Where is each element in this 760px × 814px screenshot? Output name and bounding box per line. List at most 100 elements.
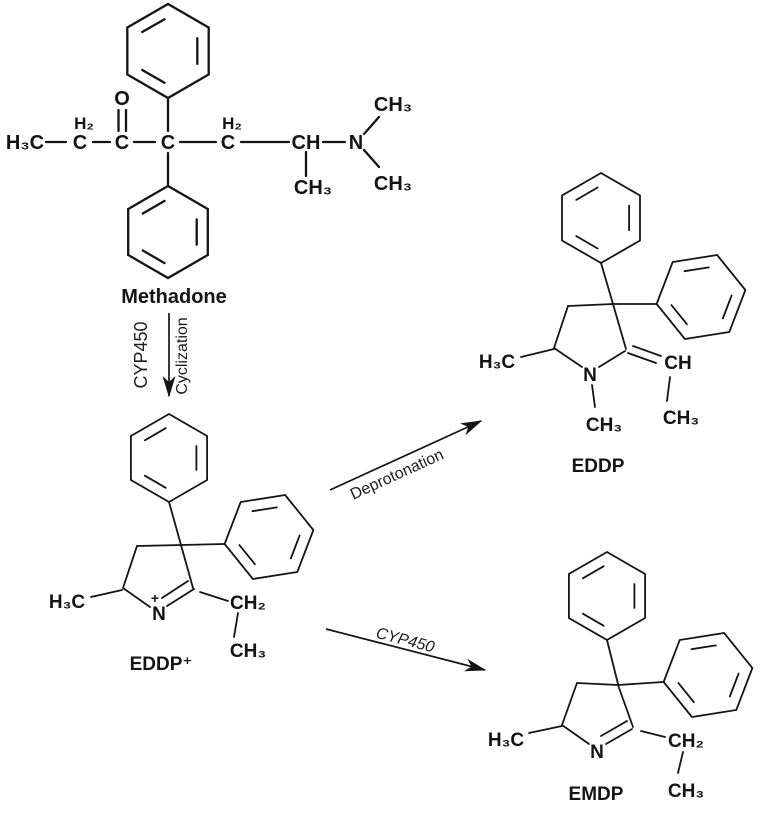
bond (576, 682, 619, 686)
benzene-ring-left (129, 412, 209, 504)
benzene-ring-left (561, 171, 641, 265)
bond (168, 501, 182, 546)
atom-label-ch3: CH₃ (374, 173, 412, 195)
bond (180, 543, 225, 546)
bond (166, 588, 195, 607)
atom-label-c: C (73, 132, 87, 154)
bond (136, 544, 182, 547)
bond (575, 186, 599, 201)
bond (721, 294, 733, 320)
bond (180, 544, 194, 589)
bond (141, 18, 166, 34)
atom-label-n: N (349, 132, 363, 154)
bond (600, 720, 628, 737)
atom-label-ch3: CH₃ (586, 415, 622, 436)
process-label-cyclization: Cyclization (174, 317, 191, 394)
bond (528, 725, 563, 734)
eddp-plus-skeleton (90, 501, 239, 638)
bond (362, 148, 381, 169)
molecule-label-emdp: EMDP (569, 784, 624, 805)
atom-label-ch2: CH₂ (668, 731, 704, 752)
eddp-skeleton (520, 262, 671, 408)
atom-label-c-quaternary: C (161, 132, 175, 154)
bond (627, 352, 657, 364)
atom-label-ch2: CH₂ (230, 593, 266, 614)
molecule-label-methadone: Methadone (121, 286, 227, 308)
atom-label-h3c: H₃C (6, 132, 44, 154)
bond (677, 751, 684, 774)
bond (289, 534, 301, 560)
bond (143, 474, 167, 489)
bond (666, 376, 671, 402)
bond (582, 565, 605, 580)
benzene-ring-left (568, 550, 646, 642)
ring-outline (223, 494, 315, 580)
arrow-line (325, 628, 487, 672)
benzene-ring-right (655, 254, 747, 340)
bond (690, 644, 717, 651)
bond (612, 303, 627, 350)
bond (141, 68, 166, 84)
emdp-skeleton (528, 639, 684, 774)
bond (362, 115, 381, 136)
bond (143, 427, 167, 442)
bond (251, 506, 278, 513)
cyp450-arrow: CYP450 (325, 625, 487, 672)
cyclization-arrow: CYP450 Cyclization (131, 313, 191, 398)
bond (199, 591, 229, 602)
bond (677, 682, 695, 704)
atom-label-c-carbonyl: C (115, 132, 129, 154)
bond (632, 345, 662, 357)
emdp-structure: H₃C N CH₂ CH₃ EMDP (488, 550, 754, 805)
atom-label-ch: CH (664, 353, 691, 374)
bond (591, 384, 596, 408)
ring-outline (127, 184, 209, 280)
bond (617, 681, 664, 686)
bond (575, 235, 599, 250)
bond (520, 348, 555, 358)
bond (605, 728, 633, 745)
atom-label-h2: H₂ (222, 114, 242, 133)
atom-label-h3c: H₃C (49, 592, 86, 613)
bond (582, 612, 605, 627)
bond (683, 266, 710, 273)
atom-label-n: N (152, 604, 166, 625)
bond (598, 350, 626, 368)
ring-outline (662, 632, 754, 718)
ring-outline (655, 254, 747, 340)
bond (141, 249, 166, 265)
bond (670, 304, 688, 326)
methadone-skeleton (44, 97, 381, 187)
atom-label-h3c: H₃C (488, 730, 525, 751)
bond (561, 724, 590, 745)
bond (567, 303, 614, 307)
atom-label-ch3: CH₃ (230, 641, 266, 662)
bond (617, 684, 634, 728)
methadone-structure: H₃C C H₂ C O C C H₂ CH N CH₃ CH₃ CH₃ Met… (6, 2, 412, 308)
atom-label-o: O (114, 88, 130, 110)
atom-label-ch3: CH₃ (663, 408, 699, 429)
atom-label-n: N (583, 365, 597, 386)
benzene-ring-top (126, 2, 210, 100)
bond (553, 305, 569, 349)
bond (141, 199, 166, 215)
enzyme-label-cyp450: CYP450 (131, 321, 151, 388)
benzene-ring-right (662, 632, 754, 718)
bond (161, 580, 189, 599)
bond (728, 672, 740, 698)
cyp450-label: CYP450 (374, 625, 436, 656)
eddp-plus-structure: H₃C + N CH₂ CH₃ EDDP⁺ (49, 412, 315, 675)
atom-label-ch3: CH₃ (668, 781, 704, 802)
bond (233, 612, 239, 638)
benzene-ring-right (223, 494, 315, 580)
atom-label-ch: CH (292, 132, 321, 154)
molecule-label-eddp-plus: EDDP⁺ (130, 654, 193, 675)
bond (238, 544, 256, 566)
bond (122, 587, 151, 608)
benzene-ring-bottom (127, 184, 209, 280)
atom-label-n: N (590, 742, 604, 763)
eddp-structure: H₃C N CH CH₃ CH₃ EDDP (479, 171, 747, 477)
atom-label-h2: H₂ (74, 114, 94, 133)
